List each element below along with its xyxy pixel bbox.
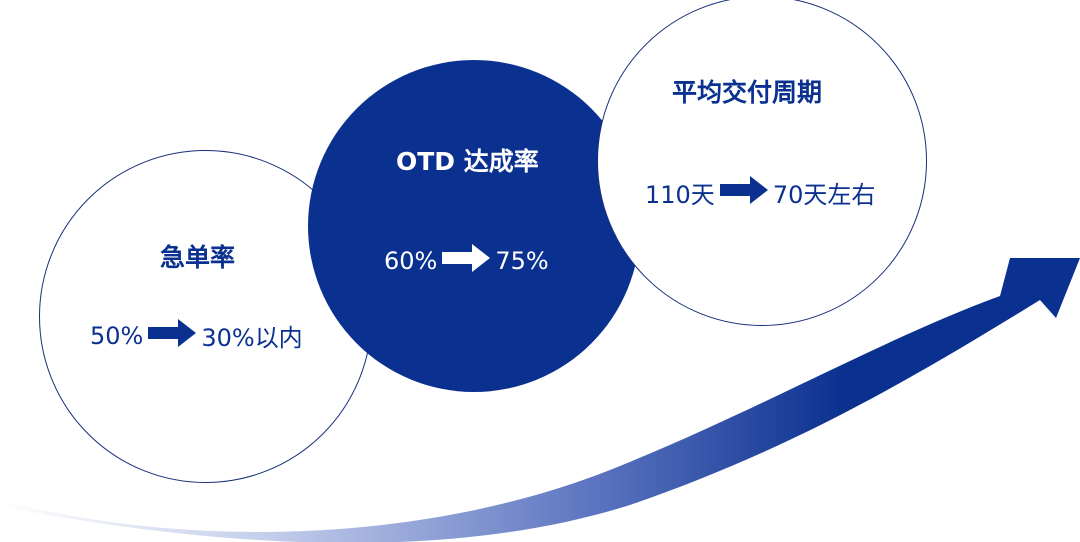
right-arrow-icon bbox=[719, 175, 768, 210]
right-arrow-icon bbox=[148, 318, 197, 353]
metric-title: 平均交付周期 bbox=[672, 78, 823, 107]
right-arrow-icon bbox=[442, 244, 491, 278]
metric-to: 70天左右 bbox=[772, 181, 876, 209]
metric-title: 急单率 bbox=[160, 243, 236, 272]
metric-values: 60% 75% bbox=[384, 244, 549, 278]
metric-from: 60% bbox=[384, 247, 438, 275]
upward-trend-arrow-icon bbox=[0, 258, 1080, 542]
metric-circle-avg-delivery-cycle bbox=[597, 0, 927, 326]
metric-circle-otd-rate bbox=[308, 60, 640, 392]
metric-values: 50% 30%以内 bbox=[90, 318, 303, 353]
metric-title: OTD 达成率 bbox=[396, 147, 539, 176]
metric-from: 50% bbox=[90, 321, 144, 350]
metric-to: 75% bbox=[495, 247, 549, 275]
metric-values: 110天 70天左右 bbox=[645, 175, 875, 210]
metric-from: 110天 bbox=[645, 181, 715, 209]
metric-to: 30%以内 bbox=[201, 324, 303, 352]
